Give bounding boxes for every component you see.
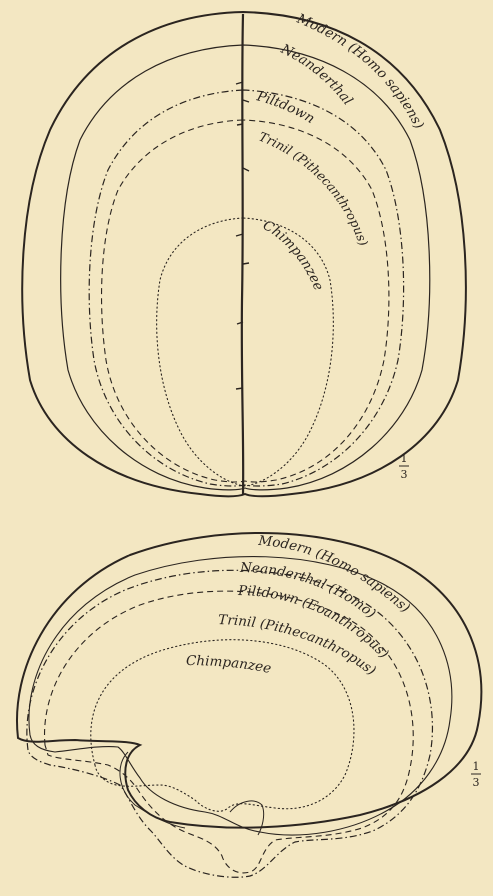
side-scale-fraction: 1 3 — [471, 760, 481, 789]
side-inner-detail-lines — [120, 752, 264, 835]
top-scale-fraction: 1 3 — [399, 452, 409, 481]
top-piltdown-outline — [89, 90, 403, 486]
top-label-chimpanzee: Chimpanzee — [260, 217, 327, 293]
side-label-chimpanzee: Chimpanzee — [186, 653, 273, 677]
top-neanderthal-outline — [61, 45, 430, 490]
side-view-labels: Modern (Homo sapiens) Neanderthal (Homo)… — [186, 533, 481, 789]
side-scale-denominator: 3 — [473, 776, 480, 789]
top-scale-denominator: 3 — [401, 468, 408, 481]
top-midline-fissure — [242, 14, 243, 494]
side-modern-outline — [17, 533, 481, 828]
top-scale-numerator: 1 — [401, 452, 408, 465]
top-trinil-outline — [102, 120, 389, 482]
side-scale-numerator: 1 — [473, 760, 480, 773]
top-view-labels: Modern (Homo sapiens) Neanderthal Piltdo… — [254, 10, 427, 481]
